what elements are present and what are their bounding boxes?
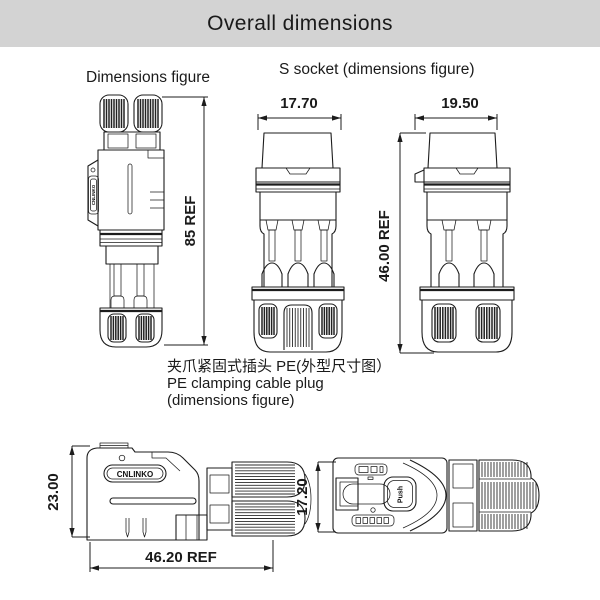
page-title: Overall dimensions xyxy=(207,11,393,35)
brand-label: CNLINKO xyxy=(117,470,153,479)
dim-label-19-50: 19.50 xyxy=(441,95,479,112)
figure-socket-front: 17.70 xyxy=(251,95,345,353)
title-banner: Overall dimensions xyxy=(0,0,600,47)
dimension-19-50: 19.50 xyxy=(414,95,498,130)
cable-gland-bottom xyxy=(99,307,163,348)
caption-plug-block: 夹爪紧固式插头 PE(外型尺寸图） PE clamping cable plug… xyxy=(167,358,391,409)
figure-plug-overview: CNLINKO 85 REF xyxy=(87,94,208,348)
caption-plug-en-1: PE clamping cable plug xyxy=(167,375,324,392)
contact-pins xyxy=(109,263,155,308)
cable-gland-top xyxy=(99,94,163,133)
figure-plug-top: 17.20 Push xyxy=(294,457,540,534)
caption-s-socket: S socket (dimensions figure) xyxy=(279,61,475,78)
gland-joint xyxy=(206,467,233,531)
brand-badge: CNLINKO xyxy=(103,464,167,483)
socket-body xyxy=(259,191,337,287)
dimension-46-20-ref: 46.20 REF xyxy=(89,540,274,572)
dimension-17-70: 17.70 xyxy=(257,95,342,130)
socket-body xyxy=(426,191,508,287)
brand-badge: CNLINKO xyxy=(88,175,99,215)
figure-socket-side: 19.50 xyxy=(376,95,515,354)
socket-cap xyxy=(255,132,341,193)
dim-label-46-20-ref: 46.20 REF xyxy=(145,549,217,566)
cable-clamp xyxy=(419,286,515,353)
knurled-gland-end xyxy=(478,459,540,532)
cable-gland-caps xyxy=(231,461,312,537)
coupling-ring xyxy=(99,229,163,265)
plug-housing-top: Push xyxy=(332,457,448,534)
plug-body: CNLINKO xyxy=(87,149,165,231)
dim-label-17-20: 17.20 xyxy=(294,478,311,516)
dimension-46-00-ref: 46.00 REF xyxy=(376,132,434,354)
caption-plug-en-2: (dimensions figure) xyxy=(167,392,295,409)
caption-dimensions-figure: Dimensions figure xyxy=(86,69,211,86)
dim-label-17-70: 17.70 xyxy=(280,95,318,112)
socket-cap xyxy=(414,132,511,193)
dimension-17-20: 17.20 xyxy=(294,461,336,533)
dim-label-46-00-ref: 46.00 REF xyxy=(376,210,393,282)
dim-label-85-ref: 85 REF xyxy=(182,196,199,247)
dim-label-23-00: 23.00 xyxy=(45,473,62,511)
caption-plug-zh: 夹爪紧固式插头 PE(外型尺寸图） xyxy=(167,358,392,375)
brand-label-vertical: CNLINKO xyxy=(91,184,96,205)
gland-joint xyxy=(448,459,478,532)
latch-button: Push xyxy=(383,476,417,512)
cable-clamp xyxy=(251,286,345,353)
push-label: Push xyxy=(398,486,405,503)
dimension-23-00: 23.00 xyxy=(45,445,90,538)
figure-plug-side: 23.00 CNLINKO xyxy=(45,442,312,572)
dimension-85-ref: 85 REF xyxy=(162,96,208,346)
gland-bushings xyxy=(103,131,161,151)
plug-housing: CNLINKO xyxy=(86,442,208,541)
